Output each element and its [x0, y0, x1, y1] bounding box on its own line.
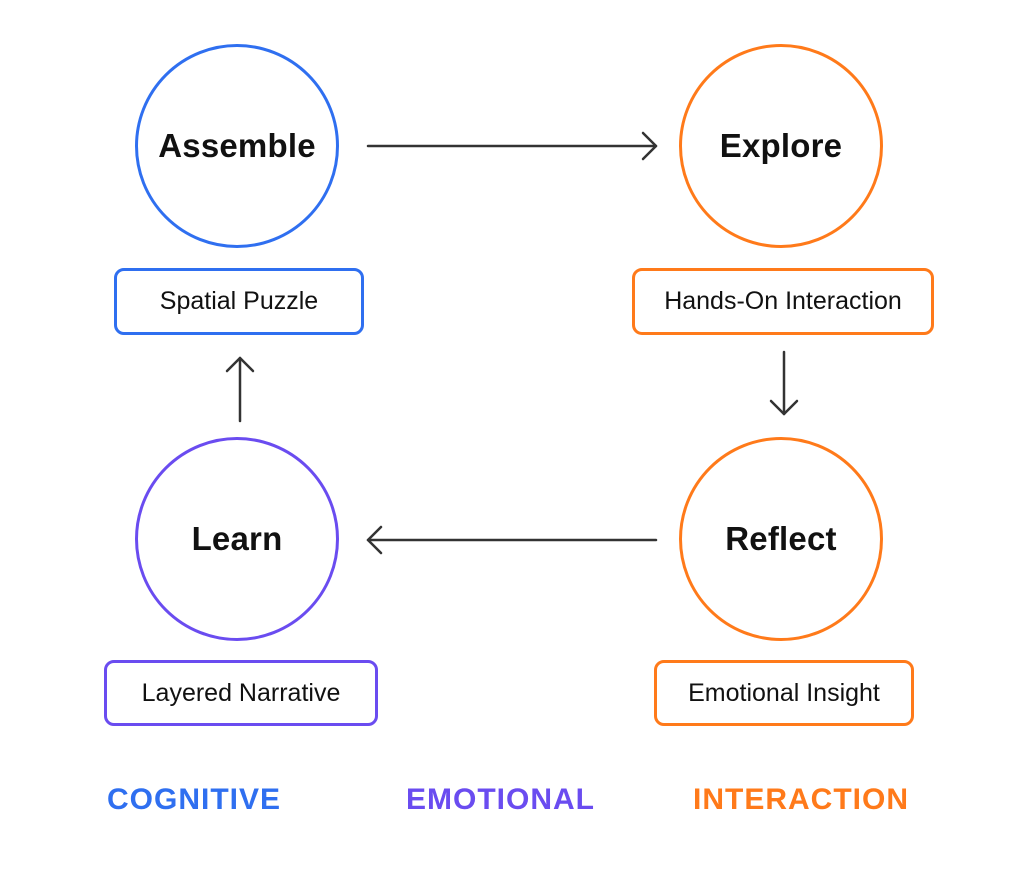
legend-cognitive: COGNITIVE: [107, 783, 282, 816]
arrow-learn-to-assemble: [225, 356, 255, 423]
sublabel-layered-narrative: Layered Narrative: [104, 660, 378, 726]
sublabel-text: Emotional Insight: [688, 678, 880, 707]
sublabel-emotional-insight: Emotional Insight: [654, 660, 914, 726]
legend-interaction: INTERACTION: [693, 783, 909, 816]
node-assemble: Assemble: [135, 44, 339, 248]
node-learn: Learn: [135, 437, 339, 641]
node-explore: Explore: [679, 44, 883, 248]
sublabel-hands-on-interaction: Hands-On Interaction: [632, 268, 934, 335]
sublabel-text: Spatial Puzzle: [159, 287, 319, 315]
node-label: Learn: [191, 520, 283, 557]
node-label: Assemble: [158, 127, 316, 164]
arrow-assemble-to-explore: [366, 131, 658, 161]
arrow-explore-to-reflect: [769, 350, 799, 416]
arrow-reflect-to-learn: [366, 525, 658, 555]
node-label: Reflect: [725, 520, 837, 557]
node-reflect: Reflect: [679, 437, 883, 641]
sublabel-text: Layered Narrative: [141, 678, 341, 707]
sublabel-text: Hands-On Interaction: [664, 287, 902, 315]
legend-emotional: EMOTIONAL: [406, 783, 595, 816]
sublabel-spatial-puzzle: Spatial Puzzle: [114, 268, 364, 335]
node-label: Explore: [719, 127, 843, 164]
